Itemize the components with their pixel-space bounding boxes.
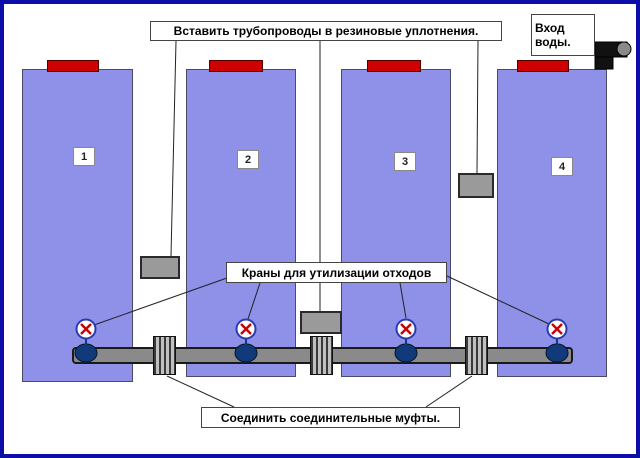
instruction-top-text: Вставить трубопроводы в резиновые уплотн… xyxy=(173,24,479,38)
waste-valves-label: Краны для утилизации отходов xyxy=(226,262,447,283)
water-inlet-pipe-icon[interactable] xyxy=(594,41,632,70)
water-inlet-text: Вход воды. xyxy=(535,21,571,49)
tank-1-cap xyxy=(47,60,99,72)
tank-4-cap xyxy=(517,60,569,72)
tank-3-number: 3 xyxy=(394,152,416,171)
pipe-piece-icon-1[interactable] xyxy=(140,256,180,279)
tank-2-number-label: 2 xyxy=(244,153,252,166)
couplings-instruction-label: Соединить соединительные муфты. xyxy=(201,407,460,428)
pipe-piece-icon-3[interactable] xyxy=(458,173,494,198)
coupling-icon-1[interactable] xyxy=(153,336,176,375)
tank-4-number: 4 xyxy=(551,157,573,176)
tank-1-number: 1 xyxy=(73,147,95,166)
valve-icon-3[interactable] xyxy=(395,318,417,340)
tank-3-cap xyxy=(367,60,421,72)
tank-2-number: 2 xyxy=(237,150,259,169)
valve-icon-1[interactable] xyxy=(75,318,97,340)
coupling-icon-3[interactable] xyxy=(465,336,488,375)
pipe-piece-icon-2[interactable] xyxy=(300,311,342,334)
waste-valves-text: Краны для утилизации отходов xyxy=(241,265,432,280)
water-inlet-label: Вход воды. xyxy=(531,14,595,56)
couplings-instruction-text: Соединить соединительные муфты. xyxy=(220,410,441,425)
tank-2-cap xyxy=(209,60,263,72)
tank-4-number-label: 4 xyxy=(558,160,566,173)
valve-icon-2[interactable] xyxy=(235,318,257,340)
tank-1-number-label: 1 xyxy=(80,150,88,163)
tank-3[interactable] xyxy=(341,69,451,377)
instruction-top-label: Вставить трубопроводы в резиновые уплотн… xyxy=(150,21,502,41)
valve-icon-4[interactable] xyxy=(546,318,568,340)
tank-3-number-label: 3 xyxy=(401,155,409,168)
coupling-icon-2[interactable] xyxy=(310,336,333,375)
